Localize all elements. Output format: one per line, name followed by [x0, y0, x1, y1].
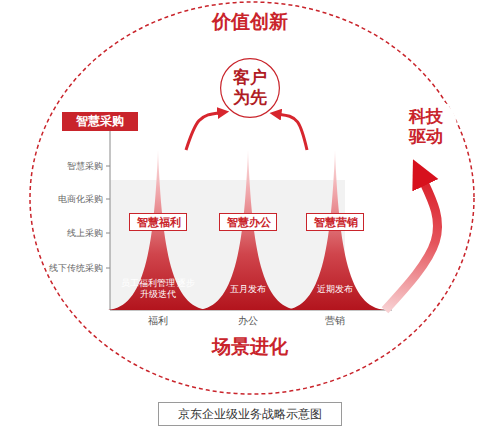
- axis-level: 智慧采购: [28, 160, 103, 172]
- scene-title: 智慧营销: [307, 214, 365, 232]
- peak-note: 五月发布: [210, 276, 286, 302]
- scene-box: 智慧福利: [129, 213, 187, 231]
- axis-title: 智慧采购: [62, 112, 138, 131]
- peak-note: 员工福利管理 逐步升级迭代: [120, 276, 196, 302]
- axis-tick: [106, 268, 110, 269]
- axis-tick: [106, 233, 110, 234]
- scene-box: 智慧办公: [219, 213, 277, 231]
- peak-shape: [108, 150, 208, 328]
- peak-note: 近期发布: [297, 276, 373, 302]
- goal-text: 客户 为先: [231, 58, 269, 118]
- circle-shape: [221, 59, 280, 118]
- axis-level: 电商化采购: [28, 193, 103, 205]
- scene-peak: 五月发布办公 智慧办公: [198, 150, 298, 328]
- driver-text: 科技 驱动: [407, 96, 445, 158]
- scene-title: 智慧福利: [130, 214, 188, 232]
- axis-tick: [106, 199, 110, 200]
- peak-shape: [285, 150, 385, 328]
- driver-circle: 科技 驱动: [395, 96, 457, 158]
- axis-category: 办公: [198, 314, 298, 328]
- axis-category: 营销: [285, 314, 385, 328]
- y-axis: [110, 131, 111, 310]
- axis-tick: [106, 166, 110, 167]
- flow-arrow: [280, 114, 307, 150]
- scene-peak: 近期发布营销 智慧营销: [285, 150, 385, 328]
- goal-circle: 客户 为先: [220, 58, 280, 118]
- scene-box: 智慧营销: [306, 213, 364, 231]
- scene-title: 智慧办公: [220, 214, 278, 232]
- ring-title: 场景进化: [190, 333, 310, 359]
- axis-level: 线上采购: [28, 227, 103, 239]
- ring-title: 价值创新: [190, 8, 310, 34]
- driving-arrow: [385, 183, 438, 310]
- axis-category: 福利: [108, 314, 208, 328]
- figure-caption: 京东企业级业务战略示意图: [158, 402, 342, 426]
- scene-peak: 员工福利管理 逐步升级迭代福利 智慧福利: [108, 150, 208, 328]
- peak-spike: [198, 150, 298, 310]
- flow-arrow: [186, 113, 218, 150]
- peak-spike: [108, 150, 208, 310]
- axis-title-tag: 智慧采购: [62, 112, 138, 131]
- peak-spike: [285, 150, 385, 310]
- peak-shape: [198, 150, 298, 328]
- axis-level: 线下传统采购: [28, 262, 103, 274]
- circle-shape: [395, 96, 457, 158]
